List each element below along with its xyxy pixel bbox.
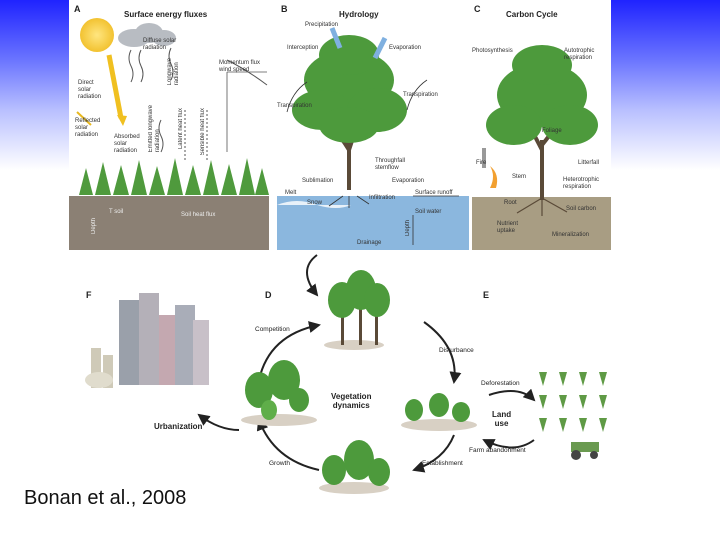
panel-carbon-cycle: C Carbon Cycle Photosynthesis Autotrophi… [472,0,611,250]
disturbed-forest-right [401,393,477,431]
cropland-icon [539,372,607,432]
interception-label: Interception [287,45,319,51]
panel-b-letter: B [281,4,288,14]
sublimation-label: Sublimation [302,178,334,184]
vegetation-dynamics-label: Vegetation dynamics [331,392,372,410]
citation-text: Bonan et al., 2008 [24,487,187,509]
panel-b-graphic [277,27,469,250]
precipitation-label: Precipitation [305,22,339,28]
nutrient-uptake-label: Nutrient uptake [497,221,519,234]
stem-label: Stem [512,174,527,180]
soil-heat-label: Soil heat flux [181,212,216,218]
runoff-label: Surface runoff [415,190,453,196]
disturbance-label: Disturbance [439,347,474,354]
fire-label: Fire [476,160,487,166]
panel-a-graphic [69,18,269,250]
vegetation-dynamics-graphic [85,254,607,494]
reflected-radiation-label: Reflected solar radiation [75,118,101,138]
regrowth-forest-bottom [319,440,390,494]
evaporation-arrow [372,36,388,60]
cloud-icon [118,23,176,47]
young-forest-left [241,360,317,426]
autotrophic-respiration-label: Autotrophic respiration [564,48,595,61]
competition-label: Competition [255,326,290,333]
panel-f-letter: F [86,290,92,300]
sun-icon [80,18,114,52]
land-use-label: Land use [492,410,512,428]
establishment-label: Establishment [422,460,463,467]
growth-label: Growth [269,460,290,467]
bonan-figure: A Surface energy fluxes [69,0,611,505]
root-label: Root [504,200,517,206]
melt-label: Melt [285,190,297,196]
panel-b-tree-canopy [292,35,407,143]
drainage-label: Drainage [357,240,382,246]
panel-c-tree-canopy [486,45,598,145]
photosynthesis-label: Photosynthesis [472,48,513,54]
fire-icon [490,166,498,188]
panel-a-trees [79,158,269,195]
precipitation-arrow [329,27,343,49]
city-icon [85,293,209,388]
farm-abandonment-label: Farm abandonment [469,447,526,454]
litterfall-label: Litterfall [578,160,600,166]
evaporation-label: Evaporation [392,178,425,184]
panel-a-letter: A [74,4,81,14]
soil-temp-label: T soil [109,209,124,215]
panel-e-letter: E [483,290,490,300]
deforestation-label: Deforestation [481,380,520,387]
panel-c-letter: C [474,4,481,14]
panel-b-title: Hydrology [339,10,379,19]
transpiration-right-label: Transpiration [403,92,438,98]
momentum-flux-label: Momentum flux wind speed [219,60,261,73]
panel-surface-energy: A Surface energy fluxes [69,0,269,250]
diffuse-radiation-label: Diffuse solar radiation [143,38,177,51]
soil-carbon-label: Soil carbon [566,206,597,212]
panel-c-title: Carbon Cycle [506,10,558,19]
infiltration-label: Infiltration [369,195,396,201]
tractor-icon [571,442,599,460]
panel-hydrology: B Hydrology Precipitation Interception E… [277,0,469,250]
mineralization-label: Mineralization [552,232,590,238]
mature-forest-top [324,270,390,350]
panel-a-soil [69,196,269,250]
foliage-label: Foliage [542,128,562,134]
absorbed-radiation-label: Absorbed solar radiation [114,134,140,154]
panel-c-graphic [472,45,611,250]
panel-d-letter: D [265,290,272,300]
throughfall-label: Throughfall stemflow [375,158,406,171]
direct-radiation-arrow [106,54,124,119]
urbanization-label: Urbanization [154,422,203,431]
snow-label: Snow [307,200,323,206]
soil-water-label: Soil water [415,209,442,215]
transpiration-left-label: Transpiration [277,103,312,109]
panel-a-title: Surface energy fluxes [124,10,208,19]
evaporation-top-label: Evaporation [389,45,422,51]
heterotrophic-respiration-label: Heterotrophic respiration [563,177,600,190]
direct-radiation-label: Direct solar radiation [78,80,102,100]
